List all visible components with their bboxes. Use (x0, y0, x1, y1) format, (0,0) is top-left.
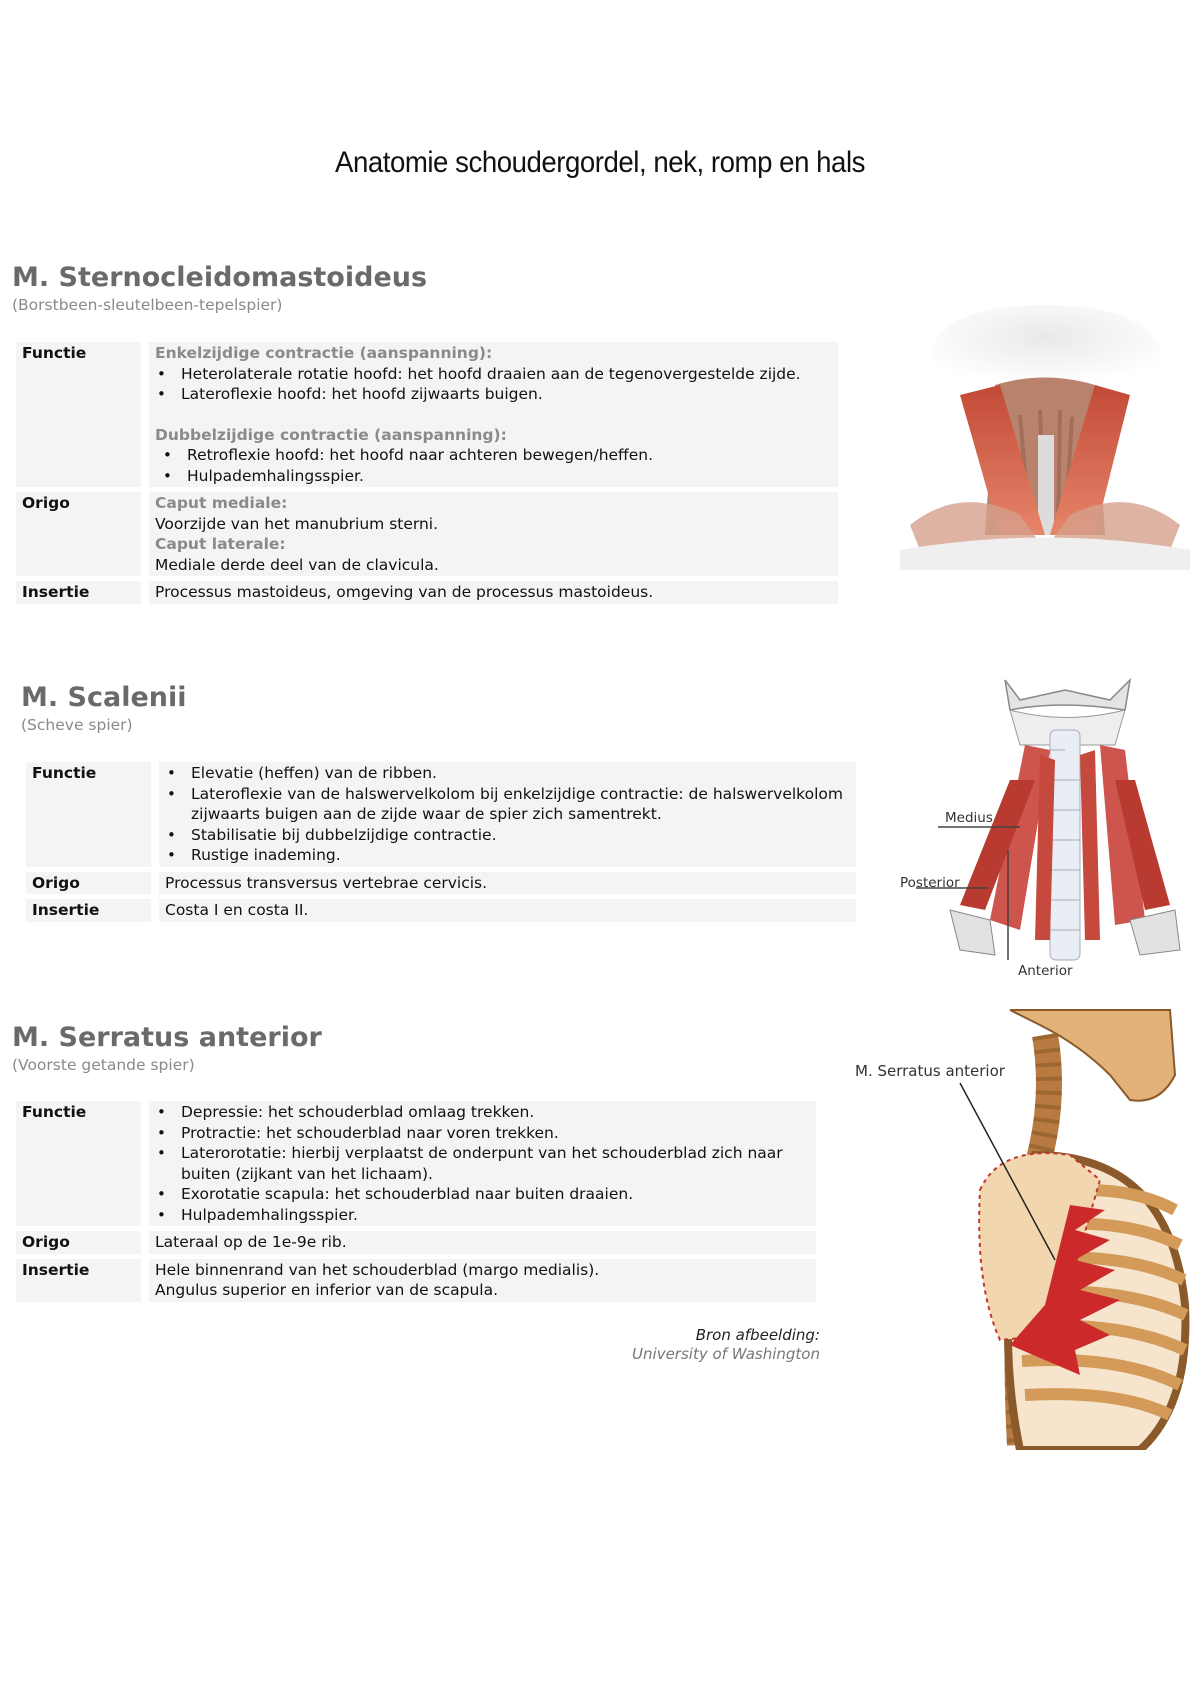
origo-heading: Caput mediale: (155, 494, 288, 512)
bullet-list: Heterolaterale rotatie hoofd: het hoofd … (155, 364, 832, 405)
list-item: Lateroflexie van de halswervelkolom bij … (165, 784, 850, 825)
origo-heading: Caput laterale: (155, 535, 286, 553)
table-row-insertie: Insertie Hele binnenrand van het schoude… (16, 1258, 816, 1302)
group-heading: Enkelzijdige contractie (aanspanning): (155, 344, 493, 362)
list-item: Retroflexie hoofd: het hoofd naar achter… (161, 445, 832, 466)
table-row-insertie: Insertie Costa I en costa II. (26, 899, 856, 922)
list-item: Heterolaterale rotatie hoofd: het hoofd … (155, 364, 832, 385)
row-value: Processus transversus vertebrae cervicis… (159, 871, 856, 894)
row-value: Enkelzijdige contractie (aanspanning): H… (149, 342, 838, 487)
row-label: Insertie (26, 899, 159, 922)
list-item: Exorotatie scapula: het schouderblad naa… (155, 1184, 810, 1205)
table-row-functie: Functie Elevatie (heffen) van de ribben.… (26, 762, 856, 867)
insertie-line: Hele binnenrand van het schouderblad (ma… (155, 1260, 600, 1279)
section-title: M. Scalenii (21, 682, 187, 713)
label-anterior: Anterior (1018, 963, 1073, 979)
muscle-table-sternocleidomastoideus: Functie Enkelzijdige contractie (aanspan… (16, 337, 838, 609)
serratus-anterior-illustration: M. Serratus anterior (840, 1005, 1200, 1454)
row-label: Origo (26, 871, 159, 894)
row-label: Functie (26, 762, 159, 867)
table-row-origo: Origo Caput mediale: Voorzijde van het m… (16, 492, 838, 576)
page-title: Anatomie schoudergordel, nek, romp en ha… (335, 146, 865, 179)
muscle-table-scalenii: Functie Elevatie (heffen) van de ribben.… (26, 757, 856, 927)
row-label: Functie (16, 1101, 149, 1226)
table-row-origo: Origo Processus transversus vertebrae ce… (26, 871, 856, 894)
section-serratus-anterior: M. Serratus anterior (Voorste getande sp… (12, 1022, 322, 1076)
list-item: Rustige inademing. (165, 845, 850, 866)
group-heading: Dubbelzijdige contractie (aanspanning): (155, 425, 507, 444)
label-serratus-anterior: M. Serratus anterior (855, 1062, 1005, 1080)
sternocleidomastoideus-illustration (900, 285, 1190, 570)
row-label: Origo (16, 1231, 149, 1254)
label-posterior: Posterior (900, 875, 960, 891)
muscle-table-serratus-anterior: Functie Depressie: het schouderblad omla… (16, 1096, 816, 1307)
list-item: Protractie: het schouderblad naar voren … (155, 1123, 810, 1144)
row-label: Insertie (16, 581, 149, 604)
section-title: M. Serratus anterior (12, 1022, 322, 1053)
bullet-list: Depressie: het schouderblad omlaag trekk… (155, 1102, 810, 1225)
scalenii-illustration: Medius Posterior Anterior (890, 670, 1190, 990)
section-sternocleidomastoideus: M. Sternocleidomastoideus (Borstbeen-sle… (12, 262, 427, 316)
credit-source: University of Washington (632, 1345, 820, 1363)
list-item: Lateroflexie hoofd: het hoofd zijwaarts … (155, 384, 832, 405)
list-item: Hulpademhalingsspier. (155, 1205, 810, 1226)
list-item: Elevatie (heffen) van de ribben. (165, 763, 850, 784)
image-credit: Bron afbeelding: University of Washingto… (560, 1326, 820, 1364)
list-item: Laterorotatie: hierbij verplaatst de ond… (155, 1143, 810, 1184)
insertie-line: Angulus superior en inferior van de scap… (155, 1281, 499, 1299)
bullet-list: Elevatie (heffen) van de ribben. Laterof… (165, 763, 850, 866)
row-value: Lateraal op de 1e-9e rib. (149, 1231, 816, 1254)
list-item: Stabilisatie bij dubbelzijdige contracti… (165, 825, 850, 846)
list-item: Hulpademhalingsspier. (161, 466, 832, 487)
row-value: Elevatie (heffen) van de ribben. Laterof… (159, 762, 856, 867)
table-row-origo: Origo Lateraal op de 1e-9e rib. (16, 1231, 816, 1254)
origo-text: Mediale derde deel van de clavicula. (155, 555, 439, 574)
row-label: Origo (16, 492, 149, 576)
section-subtitle: (Scheve spier) (21, 716, 133, 734)
list-item: Depressie: het schouderblad omlaag trekk… (155, 1102, 810, 1123)
section-scalenii: M. Scalenii (Scheve spier) (21, 682, 187, 736)
bullet-list: Retroflexie hoofd: het hoofd naar achter… (155, 445, 832, 486)
row-value: Depressie: het schouderblad omlaag trekk… (149, 1101, 816, 1226)
table-row-insertie: Insertie Processus mastoideus, omgeving … (16, 581, 838, 604)
section-subtitle: (Borstbeen-sleutelbeen-tepelspier) (12, 296, 283, 314)
table-row-functie: Functie Depressie: het schouderblad omla… (16, 1101, 816, 1226)
table-row-functie: Functie Enkelzijdige contractie (aanspan… (16, 342, 838, 487)
origo-text: Voorzijde van het manubrium sterni. (155, 514, 439, 533)
credit-label: Bron afbeelding: (695, 1326, 820, 1344)
row-label: Insertie (16, 1258, 149, 1302)
row-value: Caput mediale: Voorzijde van het manubri… (149, 492, 838, 576)
row-value: Processus mastoideus, omgeving van de pr… (149, 581, 838, 604)
row-value: Costa I en costa II. (159, 899, 856, 922)
label-medius: Medius (945, 810, 993, 826)
section-subtitle: (Voorste getande spier) (12, 1056, 195, 1074)
section-title: M. Sternocleidomastoideus (12, 262, 428, 293)
row-label: Functie (16, 342, 149, 487)
row-value: Hele binnenrand van het schouderblad (ma… (149, 1258, 816, 1302)
